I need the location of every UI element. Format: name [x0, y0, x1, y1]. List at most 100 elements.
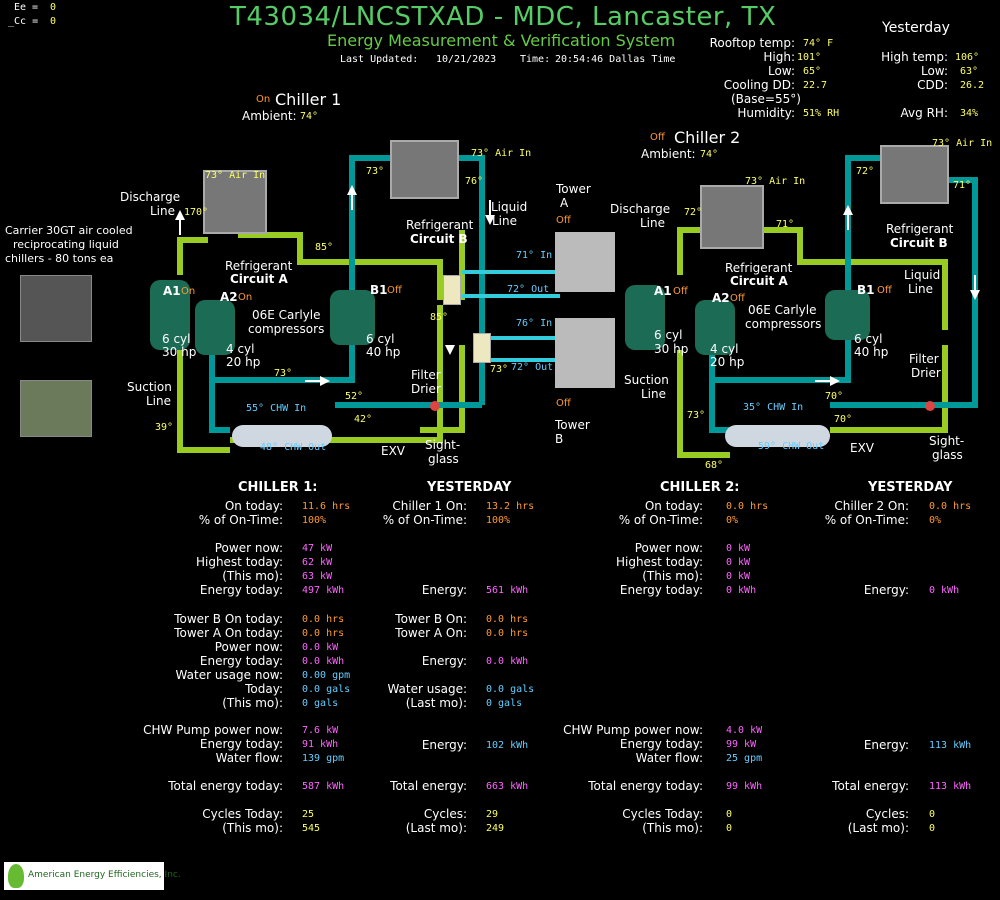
c2-discharge-1: Discharge: [610, 202, 671, 216]
stats1-row-label: Today:: [245, 682, 283, 696]
stats1-row-label: Energy today:: [199, 654, 283, 668]
stats1-row-value: 587 kWh: [302, 781, 345, 792]
stats2-row-label: Total energy today:: [588, 779, 703, 793]
chiller-photo: [20, 275, 92, 342]
condenser-a1-icon: [203, 170, 267, 234]
c1-filter-2: Drier: [411, 382, 441, 396]
c2-filter-2: Drier: [911, 366, 941, 380]
c2-t-70b: 70°: [834, 414, 853, 425]
rooftop-label: Rooftop temp:: [709, 36, 795, 50]
c2-t-discharge: 72°: [684, 207, 703, 218]
stats1-row-value: 497 kWh: [302, 585, 345, 596]
c2-circuit-a-1: Refrigerant: [725, 261, 793, 275]
compressor-a1-icon: [150, 280, 190, 350]
c2-comp-label-1: 06E Carlyle: [748, 303, 817, 317]
yest1-row-value: 29: [486, 809, 499, 820]
c1-comp-label-2: compressors: [248, 322, 325, 336]
c2-a2-spec-2: 20 hp: [710, 355, 745, 369]
condenser-b2-icon: [880, 145, 949, 204]
chiller2-ambient-label: Ambient:: [641, 147, 696, 161]
tower-b-out: 72° Out: [511, 362, 554, 373]
y-rh-label: Avg RH:: [900, 106, 948, 120]
stats1-row-label: Tower B On today:: [174, 612, 283, 626]
c1-b1-state: Off: [387, 285, 402, 296]
cc-label: _Cc =: [8, 16, 39, 27]
yest2-row-value: 0.0 hrs: [929, 501, 972, 512]
compressor-b1-2-icon: [825, 290, 870, 340]
yest2-row-value: 0 kWh: [929, 585, 960, 596]
page-subtitle: Energy Measurement & Verification System: [327, 31, 676, 50]
stats2-row-label: Power now:: [634, 541, 703, 555]
yest1-row-value: 13.2 hrs: [486, 501, 535, 512]
c2-t-70a: 70°: [825, 391, 844, 402]
y-rh-value: 34%: [960, 108, 979, 119]
c1-liquid-1: Liquid: [491, 200, 528, 214]
cdd-value: 22.7: [803, 80, 828, 91]
stats1-row-label: CHW Pump power now:: [143, 723, 283, 737]
yest1-row-value: 663 kWh: [486, 781, 529, 792]
c2-chw-out: 59° CHW Out: [758, 441, 825, 452]
stats2-row-value: 0%: [726, 515, 739, 526]
yest2-row-label: % of On-Time:: [824, 513, 909, 527]
stats1-row-value: 62 kW: [302, 557, 333, 568]
yest1-row-label: Cycles:: [423, 807, 467, 821]
chiller1-name: Chiller 1: [275, 90, 342, 109]
company-logo: American Energy Efficiencies, Inc.: [4, 862, 181, 890]
suction-label-2: Line: [146, 394, 172, 408]
c1-a2-spec-2: 20 hp: [226, 355, 261, 369]
c2-suction-2: Line: [641, 387, 667, 401]
c2-filter-1: Filter: [909, 352, 939, 366]
cc-value: 0: [50, 16, 57, 27]
stats2-row-label: Highest today:: [615, 555, 703, 569]
humidity-value: 51% RH: [803, 108, 840, 119]
stats1-row-label: Water flow:: [215, 751, 283, 765]
stats2-row-label: Water flow:: [635, 751, 703, 765]
tower-b-icon: [555, 318, 615, 388]
piping-diagram: [175, 155, 980, 458]
condenser-b1-icon: [390, 140, 459, 199]
stats1-row-value: 139 gpm: [302, 753, 345, 764]
stats2-row-value: 25 gpm: [726, 753, 763, 764]
stats2-row-value: 99 kW: [726, 739, 757, 750]
ee-label: Ee =: [14, 2, 39, 13]
c2-b1-spec-2: 40 hp: [854, 345, 889, 359]
stats1-row-value: 25: [302, 809, 315, 820]
stats2-row-value: 0 kW: [726, 543, 751, 554]
y-low-label: Low:: [920, 64, 948, 78]
yest2-row-label: Energy:: [863, 583, 909, 597]
stats1-row-value: 47 kW: [302, 543, 333, 554]
stats2-row-label: CHW Pump power now:: [563, 723, 703, 737]
lightbulb-icon: [8, 864, 24, 888]
yest2-row-label: Total energy:: [832, 779, 909, 793]
c1-a2: A2: [220, 290, 238, 304]
yest2-row-value: 0: [929, 809, 936, 820]
high-label: High:: [763, 50, 795, 64]
yest1-row-value: 0.0 hrs: [486, 614, 529, 625]
discharge-label-1: Discharge: [120, 190, 181, 204]
stats1-row-value: 0.00 gpm: [302, 670, 351, 681]
time-label: Time:: [520, 54, 551, 65]
stats2-row-label: Energy today:: [619, 583, 703, 597]
stats1-row-value: 63 kW: [302, 571, 333, 582]
suction-label-1: Suction: [127, 380, 172, 394]
c1-a2-spec-1: 4 cyl: [226, 342, 255, 356]
c1-t-73c: 73°: [274, 368, 293, 379]
stats1-row-label: Power now:: [214, 541, 283, 555]
yest2-row-label: (Last mo):: [847, 821, 909, 835]
c2-a1: A1: [654, 284, 672, 298]
y-low-value: 63°: [960, 66, 979, 77]
yest2-row-label: Cycles:: [865, 807, 909, 821]
stats2-row-value: 99 kWh: [726, 781, 763, 792]
stats1-row-value: 11.6 hrs: [302, 501, 351, 512]
c2-b1-state: Off: [877, 285, 892, 296]
updated-date: 10/21/2023: [436, 54, 497, 65]
c1-a1-spec-2: 30 hp: [162, 345, 197, 359]
c2-suction-1: Suction: [624, 373, 669, 387]
sightglass-2-icon: [925, 401, 935, 411]
tower-b-in: 76° In: [516, 318, 553, 329]
stats2-row-label: (This mo):: [642, 821, 703, 835]
tower-b-state: Off: [556, 398, 571, 409]
yest2-row-value: 0: [929, 823, 936, 834]
compressor-a1-2-icon: [625, 285, 665, 350]
stats2-row-value: 4.0 kW: [726, 725, 763, 736]
